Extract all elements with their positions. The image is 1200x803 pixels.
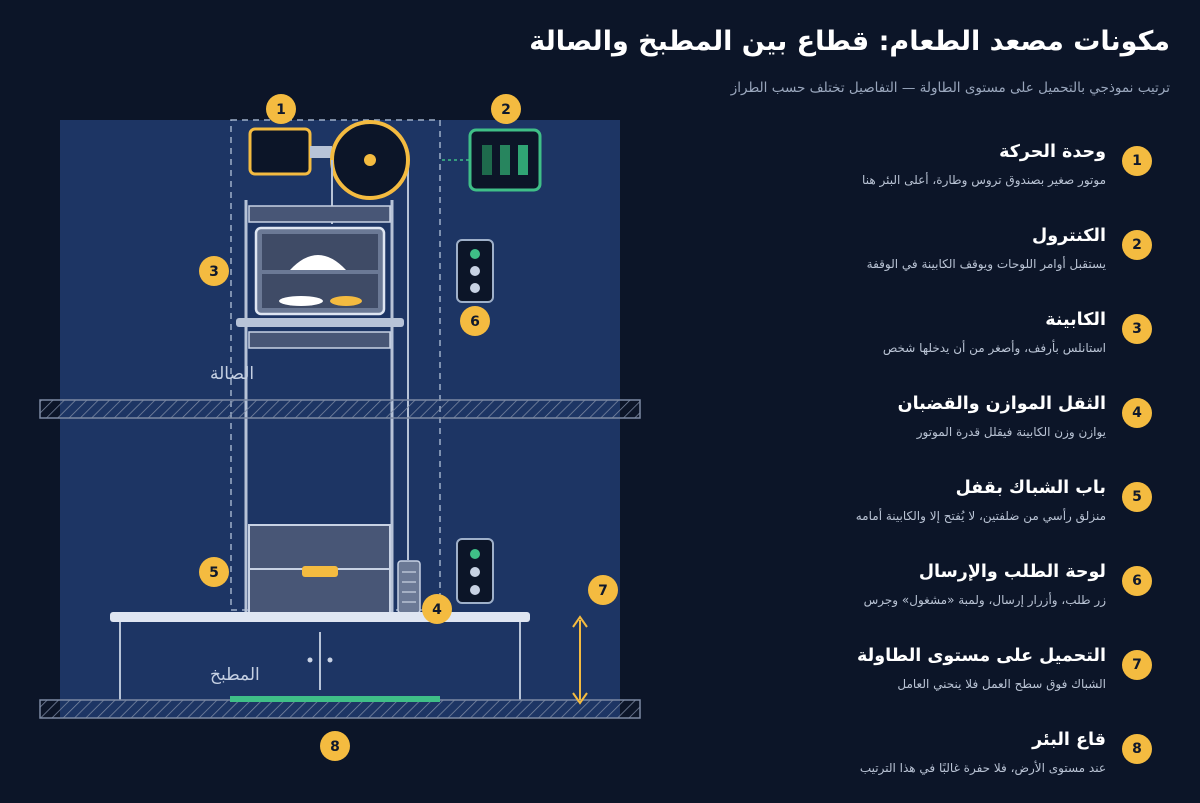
legend-title: الثقل الموازن والقضبان xyxy=(897,394,1106,414)
badge-drive-unit: 1 xyxy=(266,94,296,124)
legend-description: عند مستوى الأرض، فلا حفرة غالبًا في هذا … xyxy=(859,761,1106,775)
badge-controller: 2 xyxy=(491,94,521,124)
legend-badge: 2 xyxy=(1122,230,1152,260)
badge-cabin: 3 xyxy=(199,256,229,286)
badge-number: 6 xyxy=(470,314,480,330)
legend-item-call-panel: 6 لوحة الطلب والإرسال زر طلب، وأزرار إرس… xyxy=(670,560,1170,635)
controller-module xyxy=(500,145,510,175)
legend-description: منزلق رأسي من ضلفتين، لا يُفتح إلا والكا… xyxy=(855,509,1106,523)
sheave-hub xyxy=(364,154,376,166)
legend-title: التحميل على مستوى الطاولة xyxy=(857,646,1106,666)
ground-slab xyxy=(39,699,641,719)
legend-item-loading-level: 7 التحميل على مستوى الطاولة الشباك فوق س… xyxy=(670,644,1170,719)
legend-title: باب الشباك بقفل xyxy=(955,478,1106,498)
controller-module xyxy=(518,145,528,175)
legend-title: الكنترول xyxy=(1032,226,1106,246)
arrowhead-up xyxy=(572,615,588,628)
legend-description: يوازن وزن الكابينة فيقلل قدرة الموتور xyxy=(916,425,1106,439)
countertop xyxy=(110,612,530,622)
pit-floor xyxy=(230,696,440,702)
cabinet-knob xyxy=(307,657,313,663)
legend-description: زر طلب، وأزرار إرسال، ولمبة «مشغول» وجرس xyxy=(863,593,1106,607)
legend-item-controller: 2 الكنترول يستقبل أوامر اللوحات ويوقف ال… xyxy=(670,224,1170,299)
legend-badge: 6 xyxy=(1122,566,1152,596)
cabin-top-panel xyxy=(248,205,391,223)
badge-number: 5 xyxy=(209,565,219,581)
legend-item-cabin: 3 الكابينة استانلس بأرفف، وأصغر من أن يد… xyxy=(670,308,1170,383)
plate-food xyxy=(330,296,362,306)
legend-badge: 4 xyxy=(1122,398,1152,428)
legend-item-drive-unit: 1 وحدة الحركة موتور صغير بصندوق تروس وطا… xyxy=(670,140,1170,215)
legend-item-door: 5 باب الشباك بقفل منزلق رأسي من ضلفتين، … xyxy=(670,476,1170,551)
plate xyxy=(279,296,323,306)
cabin-floor xyxy=(236,318,404,327)
call-button[interactable] xyxy=(470,266,480,276)
legend-badge: 1 xyxy=(1122,146,1152,176)
room-label-kitchen: المطبخ xyxy=(210,665,260,685)
legend-badge: 8 xyxy=(1122,734,1152,764)
badge-door: 5 xyxy=(199,557,229,587)
counterweight xyxy=(397,560,421,614)
cabinet-knob xyxy=(327,657,333,663)
arrowhead-down xyxy=(572,692,588,705)
status-light-green xyxy=(470,549,480,559)
legend-title: وحدة الحركة xyxy=(999,142,1106,162)
status-light-green xyxy=(470,249,480,259)
send-button[interactable] xyxy=(470,585,480,595)
legend-description: موتور صغير بصندوق تروس وطارة، أعلى البئر… xyxy=(862,173,1106,187)
badge-number: 3 xyxy=(209,264,219,280)
badge-number: 4 xyxy=(432,602,442,618)
food-dome xyxy=(290,255,346,270)
door-lock-handle xyxy=(302,566,338,577)
badge-call-panel: 6 xyxy=(460,306,490,336)
legend-item-pit: 8 قاع البئر عند مستوى الأرض، فلا حفرة غا… xyxy=(670,728,1170,803)
badge-number: 8 xyxy=(330,739,340,755)
legend-badge: 5 xyxy=(1122,482,1152,512)
room-label-living: الصالة xyxy=(210,364,254,384)
legend-badge: 7 xyxy=(1122,650,1152,680)
send-button[interactable] xyxy=(470,283,480,293)
badge-pit: 8 xyxy=(320,731,350,761)
cabin-bottom-panel xyxy=(248,331,391,349)
legend-item-counterweight: 4 الثقل الموازن والقضبان يوازن وزن الكاب… xyxy=(670,392,1170,467)
legend-description: يستقبل أوامر اللوحات ويوقف الكابينة في ا… xyxy=(866,257,1106,271)
legend-description: استانلس بأرفف، وأصغر من أن يدخلها شخص xyxy=(882,341,1106,355)
page-title: مكونات مصعد الطعام: قطاع بين المطبخ والص… xyxy=(529,26,1170,57)
page-subtitle: ترتيب نموذجي بالتحميل على مستوى الطاولة … xyxy=(730,80,1170,96)
legend-title: الكابينة xyxy=(1045,310,1106,330)
legend-description: الشباك فوق سطح العمل فلا ينحني العامل xyxy=(897,677,1106,691)
badge-number: 7 xyxy=(598,583,608,599)
motor-shaft xyxy=(310,146,332,158)
legend-list: 1 وحدة الحركة موتور صغير بصندوق تروس وطا… xyxy=(670,131,1170,803)
legend-title: قاع البئر xyxy=(1032,730,1106,750)
legend-badge: 3 xyxy=(1122,314,1152,344)
badge-number: 1 xyxy=(276,102,286,118)
upper-floor-slab xyxy=(39,399,641,419)
badge-loading-level: 7 xyxy=(588,575,618,605)
badge-counterweight: 4 xyxy=(422,594,452,624)
call-button[interactable] xyxy=(470,567,480,577)
controller-module xyxy=(482,145,492,175)
legend-title: لوحة الطلب والإرسال xyxy=(918,562,1106,582)
badge-number: 2 xyxy=(501,102,511,118)
motor-box xyxy=(248,127,312,176)
